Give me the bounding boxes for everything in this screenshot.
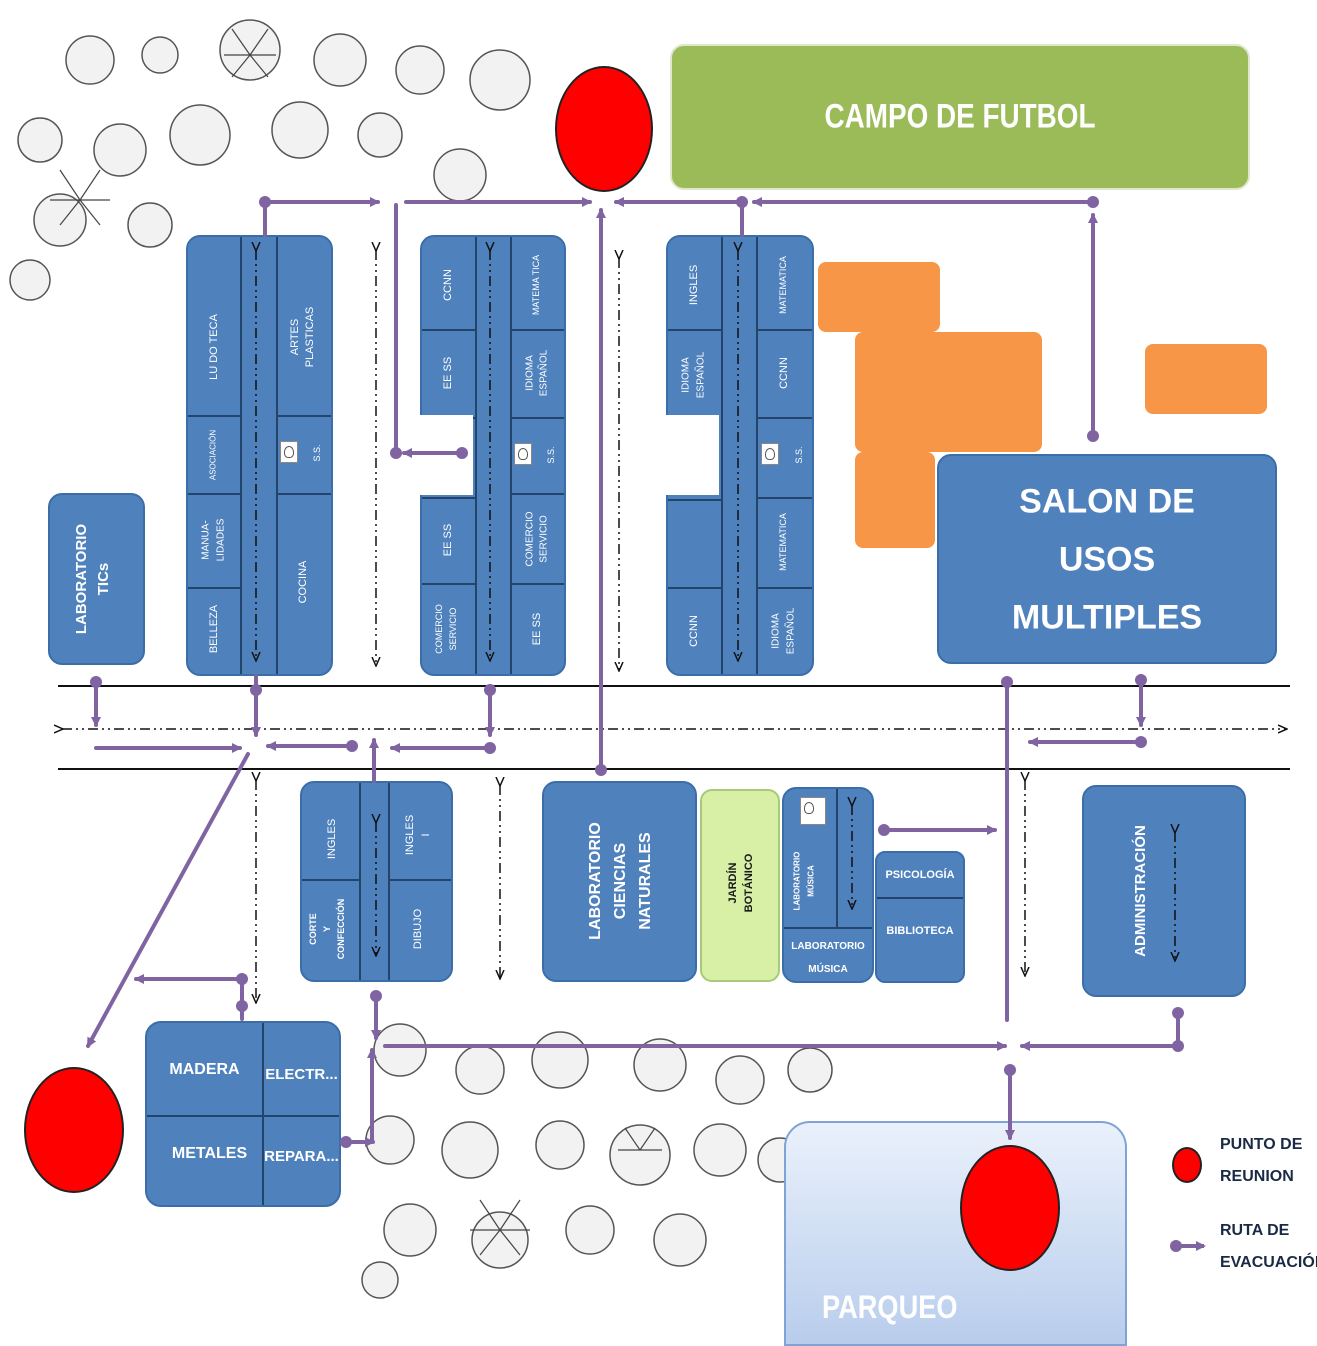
restroom-icon bbox=[761, 443, 779, 465]
football-field-label: CAMPO DE FUTBOL bbox=[824, 97, 1096, 136]
trees-top-left bbox=[9, 19, 531, 301]
jardin-botanico: JARDÍN BOTÁNICO bbox=[700, 789, 780, 982]
orange-area-3 bbox=[855, 452, 935, 548]
meeting-point-left bbox=[24, 1067, 124, 1193]
lab-musica-h-line-2: MÚSICA bbox=[808, 964, 848, 975]
meeting-point-parking bbox=[960, 1145, 1060, 1271]
administracion: ADMINISTRACIÓN bbox=[1082, 785, 1246, 997]
football-field: CAMPO DE FUTBOL bbox=[670, 44, 1250, 190]
salon-line-1: SALON DE bbox=[1019, 482, 1195, 521]
biblioteca-label: BIBLIOTECA bbox=[886, 925, 954, 937]
restroom-icon bbox=[514, 443, 532, 465]
salon-line-2: USOS bbox=[1058, 540, 1156, 579]
legend-ruta-line-2: EVACUACIÓN bbox=[1220, 1254, 1317, 1271]
laboratorio-musica: LABORATORIO MÚSICA LABORATORIO MÚSICA bbox=[782, 787, 874, 983]
psicologia-biblioteca: PSICOLOGÍA BIBLIOTECA bbox=[875, 851, 965, 983]
lab-musica-h-line-1: LABORATORIO bbox=[791, 941, 865, 952]
salon-line-3: MULTIPLES bbox=[1011, 598, 1203, 637]
madera-label: MADERA bbox=[169, 1061, 240, 1078]
legend-ruta-line-1: RUTA DE bbox=[1220, 1222, 1290, 1239]
laboratorio-tics: LABORATORIO TICs bbox=[48, 493, 145, 665]
metales-label: METALES bbox=[171, 1145, 248, 1162]
talleres: MADERA ELECTR... METALES REPARA... bbox=[145, 1021, 341, 1207]
orange-area-2 bbox=[855, 332, 1042, 452]
laboratorio-ciencias: LABORATORIO CIENCIAS NATURALES bbox=[542, 781, 697, 982]
block-3-notch bbox=[664, 415, 719, 495]
restroom-icon bbox=[800, 797, 826, 825]
parqueo-label: PARQUEO bbox=[822, 1289, 958, 1325]
orange-area-4 bbox=[1145, 344, 1267, 414]
restroom-icon bbox=[280, 441, 298, 463]
legend-meeting-point-icon bbox=[1172, 1147, 1202, 1183]
psicologia-label: PSICOLOGÍA bbox=[885, 869, 955, 881]
parqueo: PARQUEO bbox=[784, 1121, 1127, 1346]
electr-label: ELECTR... bbox=[265, 1066, 338, 1083]
salon-usos-multiples: SALON DE USOS MULTIPLES bbox=[937, 454, 1277, 664]
meeting-point-top bbox=[555, 66, 653, 192]
legend-punto-line-1: PUNTO DE bbox=[1220, 1136, 1303, 1153]
legend-punto-line-2: REUNION bbox=[1220, 1168, 1294, 1185]
orange-area-1 bbox=[818, 262, 940, 332]
repara-label: REPARA... bbox=[264, 1148, 339, 1165]
